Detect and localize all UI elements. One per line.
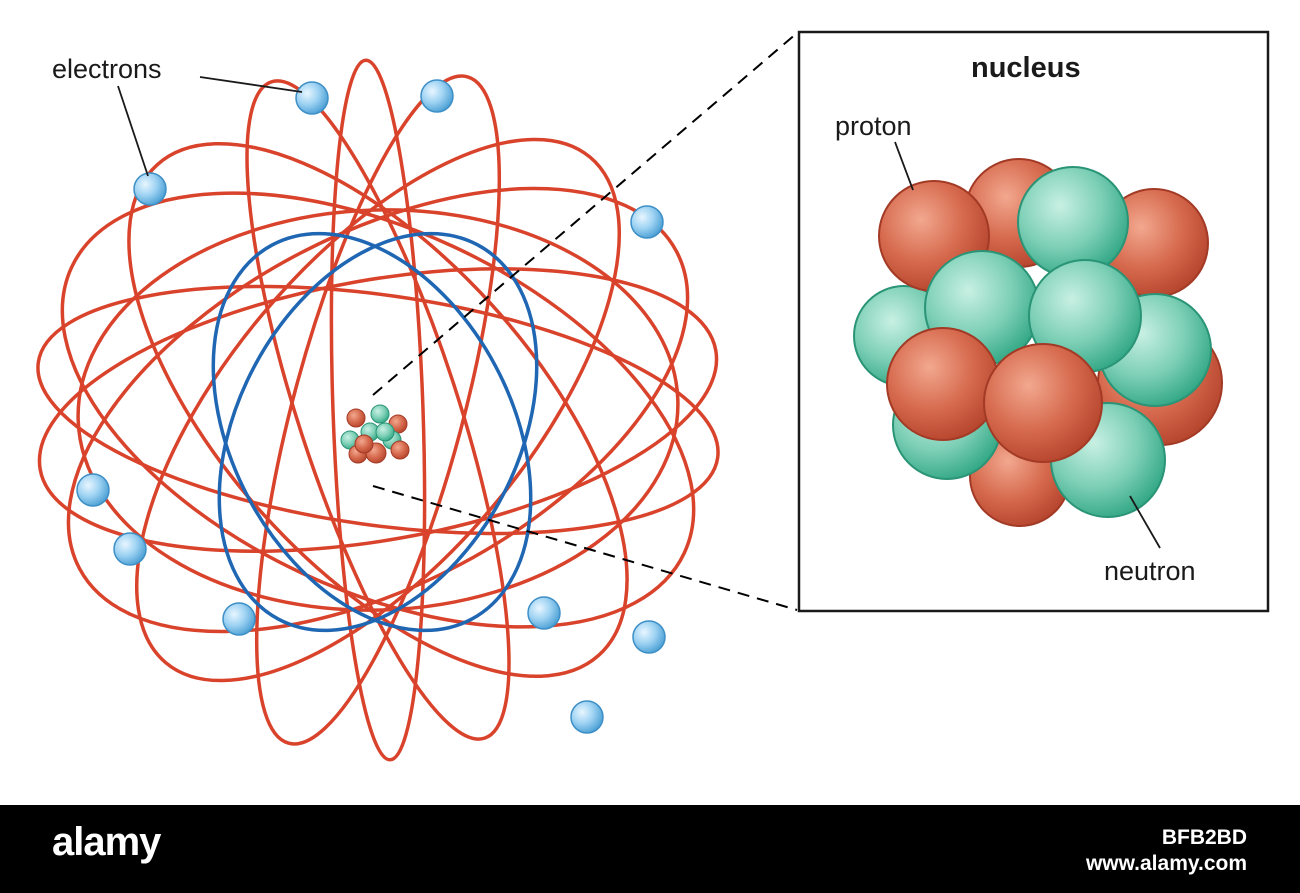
nucleus-leaders — [894, 141, 1161, 549]
proton-sphere — [886, 327, 1000, 441]
electrons-leaders — [117, 76, 303, 177]
outer-orbit — [76, 208, 680, 612]
electron — [133, 172, 167, 206]
large-nucleus — [853, 158, 1223, 527]
atom-diagram — [36, 30, 1270, 762]
small-nucleus — [340, 404, 410, 464]
nucleus-title: nucleus — [971, 52, 1081, 84]
image-id: BFB2BD — [1161, 826, 1247, 849]
outer-orbit — [135, 137, 621, 683]
proton-label: proton — [835, 111, 912, 141]
outer-orbit — [329, 58, 427, 762]
outer-orbit — [37, 267, 719, 553]
outer-orbit — [254, 74, 502, 746]
electrons-label: electrons — [52, 54, 162, 84]
electron — [632, 620, 666, 654]
electron — [420, 79, 454, 113]
inner-orbit — [211, 231, 533, 633]
electron — [295, 81, 329, 115]
outer-orbit — [66, 186, 690, 634]
electron — [222, 602, 256, 636]
outer-orbit — [127, 141, 629, 679]
electrons — [76, 79, 666, 734]
inner-orbits — [211, 231, 539, 633]
proton-sphere — [983, 343, 1103, 463]
site-url: www.alamy.com — [1085, 852, 1247, 875]
watermark-footer — [0, 805, 1300, 893]
neutron-label: neutron — [1104, 556, 1196, 586]
electron — [113, 532, 147, 566]
electron — [527, 596, 561, 630]
atom-illustration — [36, 30, 1270, 762]
alamy-logo: alamy — [52, 820, 161, 864]
outer-orbit — [245, 79, 511, 741]
inner-orbit — [217, 231, 539, 633]
outer-orbit — [60, 191, 696, 629]
electron — [76, 473, 110, 507]
outer-orbit — [36, 284, 720, 536]
electron — [630, 205, 664, 239]
outer-orbits — [36, 58, 720, 762]
electron — [570, 700, 604, 734]
zoom-lines — [372, 32, 798, 611]
